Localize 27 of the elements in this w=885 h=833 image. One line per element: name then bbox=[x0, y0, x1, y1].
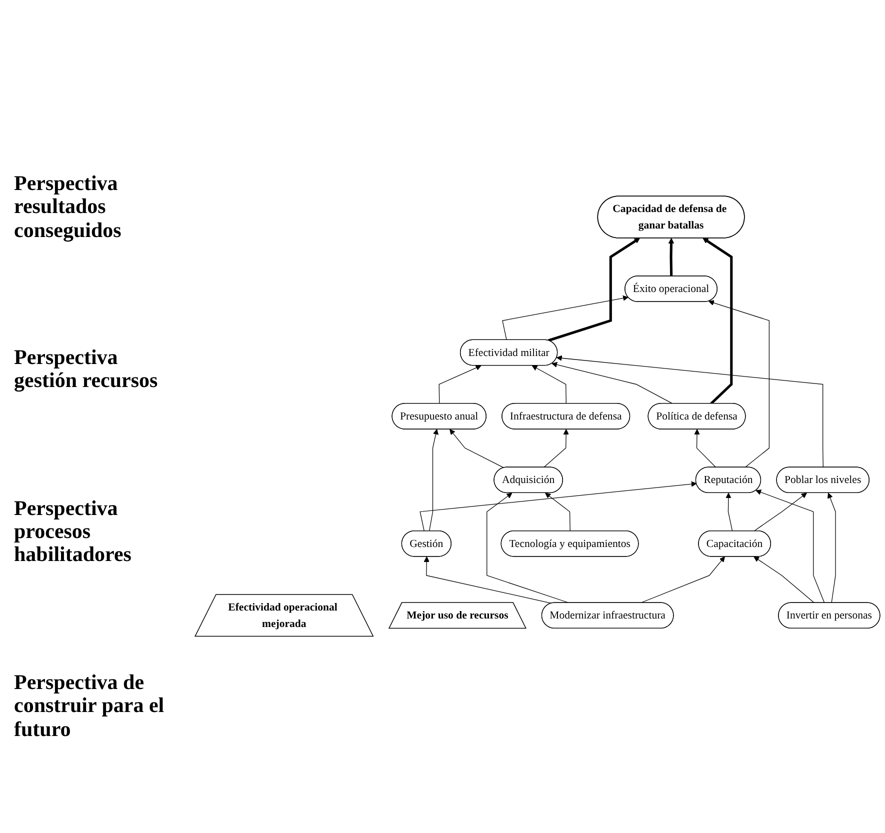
arrow bbox=[450, 429, 504, 468]
arrow bbox=[556, 356, 824, 468]
arrow bbox=[548, 238, 640, 342]
arrow bbox=[543, 429, 569, 468]
arrow bbox=[640, 556, 725, 604]
arrow bbox=[694, 429, 716, 468]
arrow bbox=[668, 238, 674, 277]
arrow bbox=[726, 493, 733, 532]
row-label: Perspectiva gestión recursos bbox=[14, 346, 159, 393]
arrow bbox=[424, 556, 552, 604]
arrow bbox=[756, 490, 825, 604]
arrow bbox=[827, 493, 836, 604]
arrow bbox=[486, 493, 570, 604]
arrow bbox=[502, 296, 628, 341]
arrow bbox=[545, 493, 570, 532]
arrow bbox=[754, 493, 807, 532]
arrow bbox=[754, 556, 815, 604]
arrow bbox=[708, 300, 770, 468]
arrow bbox=[552, 362, 674, 404]
arrow bbox=[420, 482, 697, 532]
row-label: Perspectiva de construir para el futuro bbox=[14, 671, 166, 741]
row-label: Perspectiva procesos habilitadores bbox=[14, 497, 132, 567]
arrow bbox=[428, 429, 438, 532]
row-label: Perspectiva resultados conseguidos bbox=[14, 172, 122, 242]
arrow bbox=[702, 238, 733, 405]
arrow bbox=[438, 365, 482, 404]
arrow bbox=[532, 366, 566, 404]
